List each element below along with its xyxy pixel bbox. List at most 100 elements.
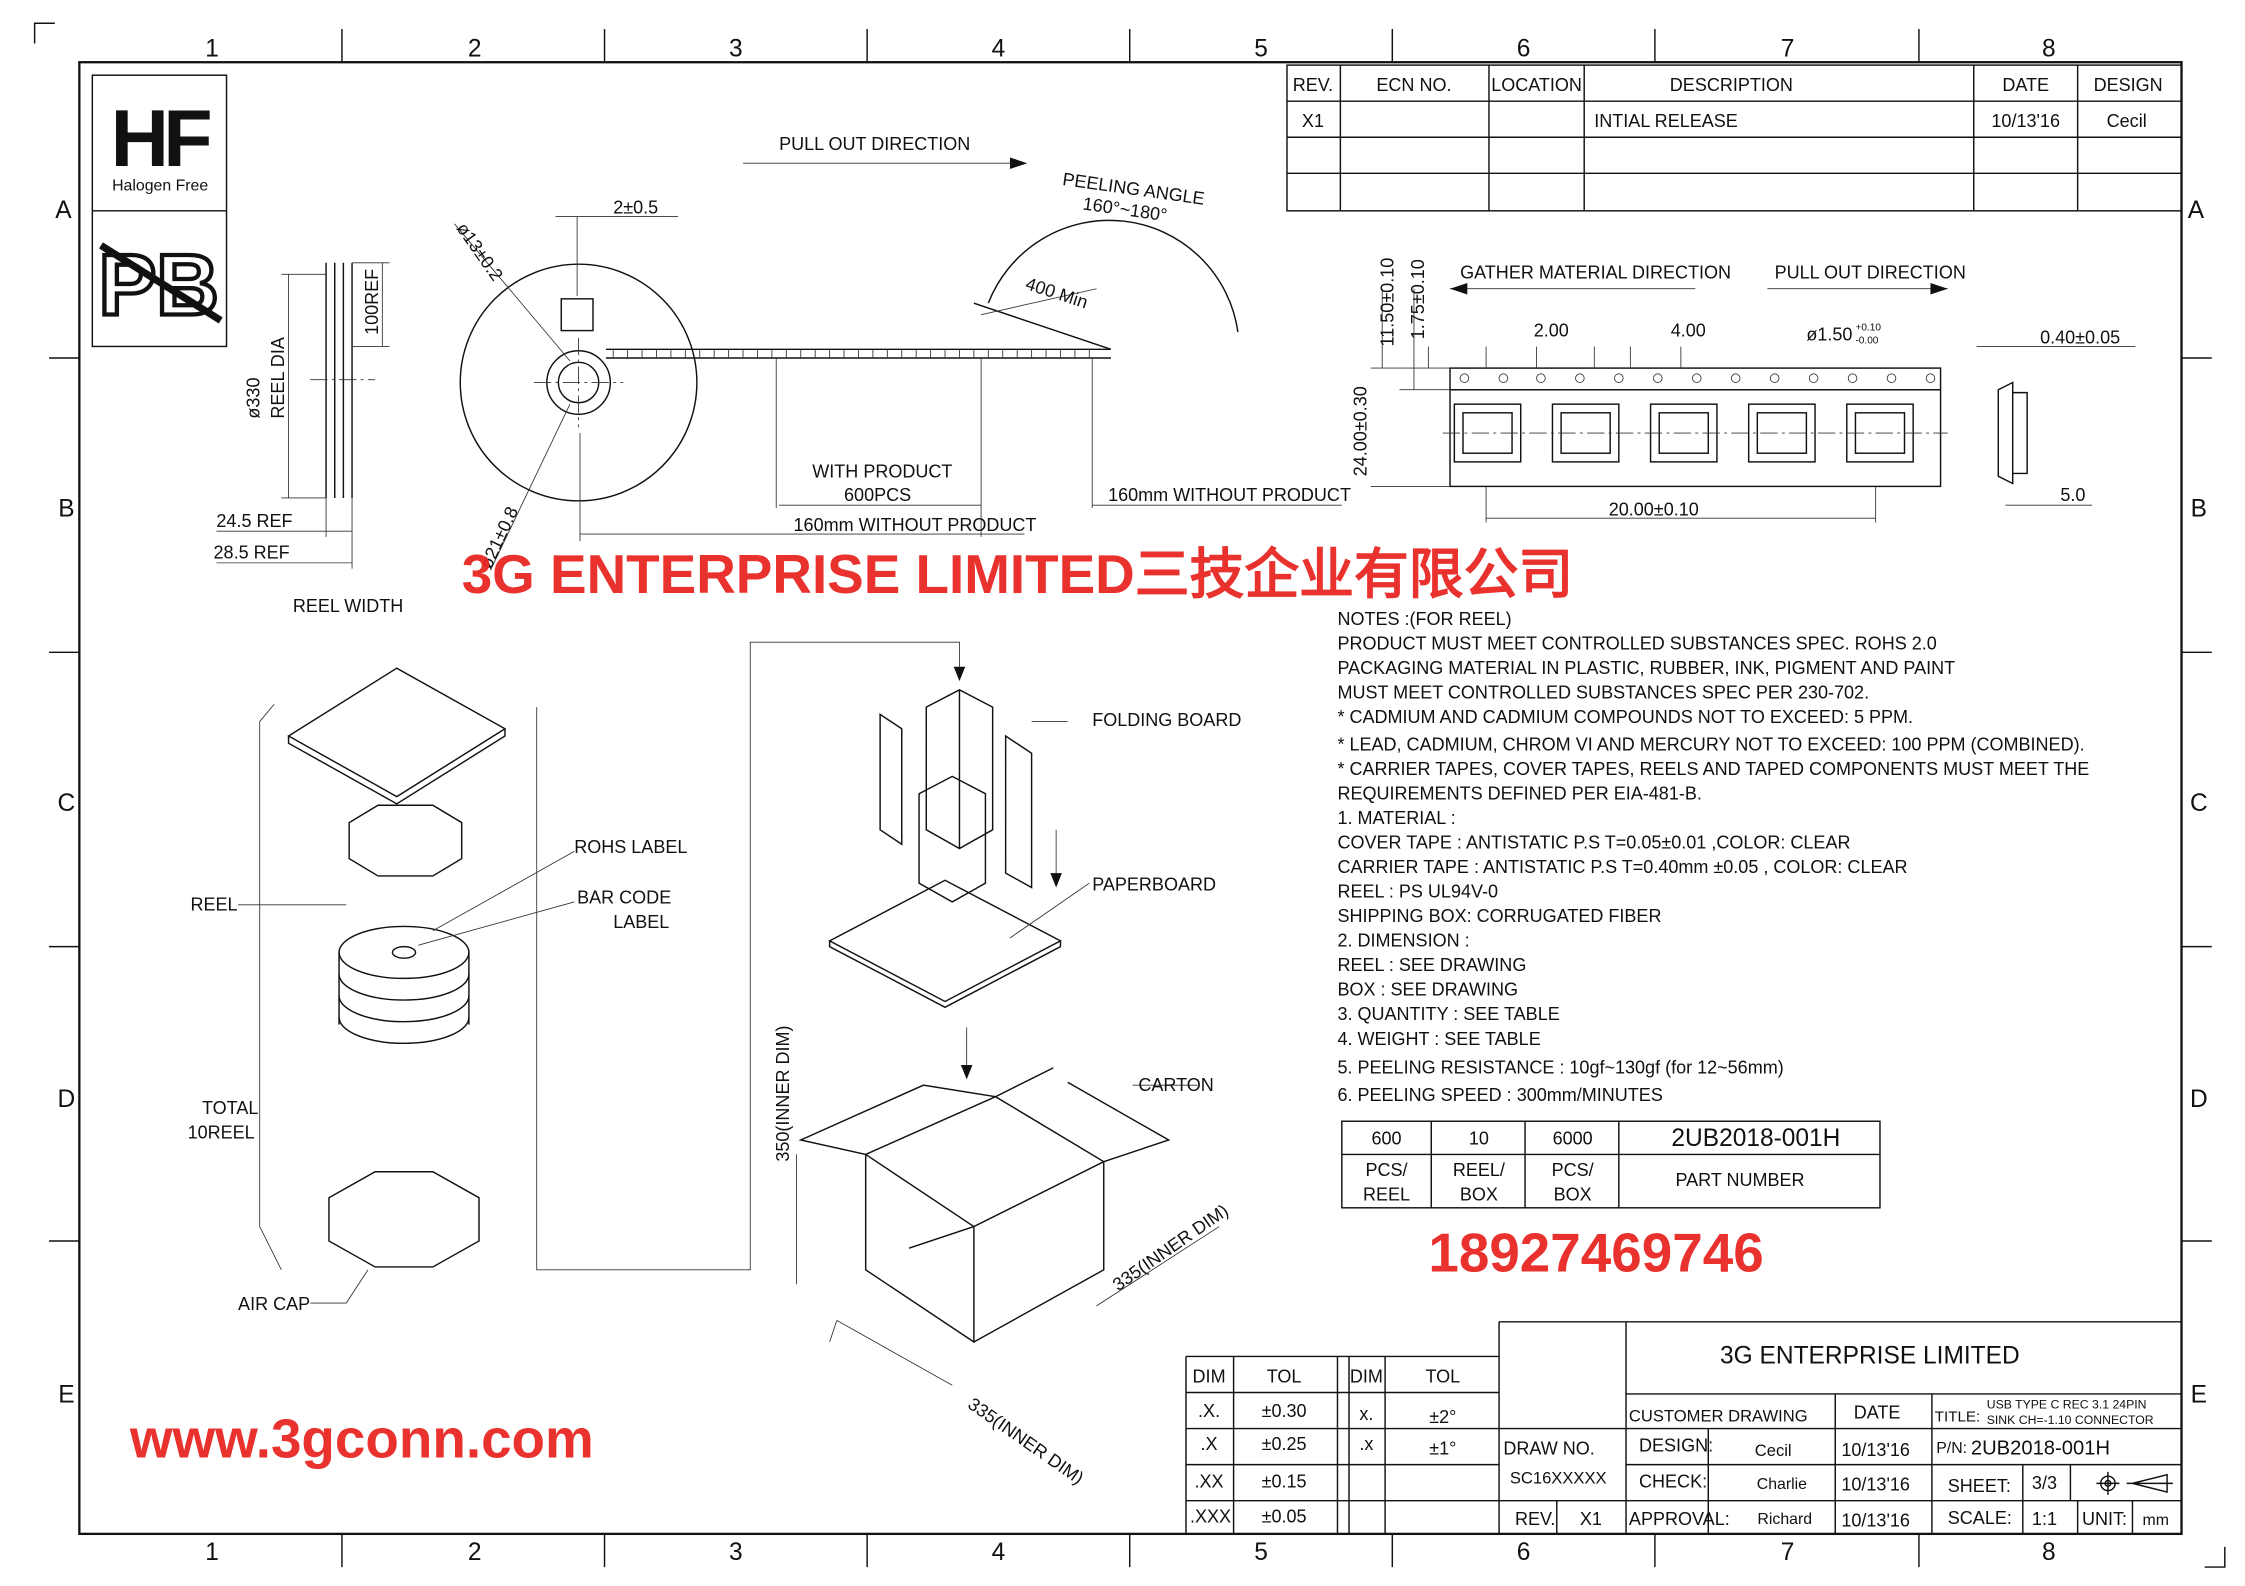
drawing-label: PART NUMBER [1675,1170,1804,1190]
drawing-label: APPROVAL: [1629,1509,1730,1529]
drawing-label: 3G ENTERPRISE LIMITED [1720,1343,2020,1370]
drawing-label: USB TYPE C REC 3.1 24PIN [1987,1397,2147,1411]
drawing-label: CHECK: [1639,1472,1707,1492]
drawing-label: ø1.50 [1806,325,1852,345]
drawing-label: TOL [1267,1366,1302,1386]
drawing-label: 1.75±0.10 [1408,259,1428,339]
drawing-label: BOX [1460,1185,1498,1205]
drawing-label: 600 [1372,1128,1402,1148]
packing-exploded-view: ROHS LABEL BAR CODE LABEL REEL TOTAL 10R… [188,641,1241,1488]
drawing-label: Cecil [1755,1441,1792,1460]
title-block: 3G ENTERPRISE LIMITED CUSTOMER DRAWING D… [1498,1321,2182,1534]
drawing-label: 1 [205,35,219,62]
drawing-label: SHEET: [1948,1476,2011,1496]
drawing-label: PCS/ [1552,1160,1594,1180]
notes-block: NOTES :(FOR REEL) PRODUCT MUST MEET CONT… [1337,609,2089,1105]
drawing-label: A [2188,197,2205,224]
drawing-label: REQUIREMENTS DEFINED PER EIA-481-B. [1337,783,1701,803]
drawing-label: Richard [1757,1511,1812,1528]
drawing-label: REEL WIDTH [293,596,403,616]
drawing-label: * CADMIUM AND CADMIUM COMPOUNDS NOT TO E… [1337,707,1913,727]
drawing-label: DATE [1854,1402,1901,1422]
drawing-label: SCALE: [1948,1508,2012,1528]
drawing-label: 10/13'16 [1841,1511,1910,1531]
carrier-tape-view: GATHER MATERIAL DIRECTION PULL OUT DIREC… [1350,258,2136,523]
reel-side-view: ø330 REEL DIA 100REF 24.5 REF 28.5 REF R… [214,262,403,616]
drawing-label: BOX : SEE DRAWING [1337,980,1518,1000]
watermark: 3G ENTERPRISE LIMITED三技企业有限公司 1892746974… [129,543,1764,1469]
drawing-label: 6 [1517,1539,1531,1566]
drawing-label: ROHS LABEL [574,837,687,857]
drawing-label: WITH PRODUCT [812,462,952,482]
corner-marks [33,22,2226,1568]
drawing-label: 335(INNER DIM) [1109,1200,1232,1294]
drawing-label: 5.0 [2060,485,2085,505]
drawing-label: E [2191,1382,2207,1409]
drawing-label: P/N: [1936,1440,1967,1457]
drawing-label: * LEAD, CADMIUM, CHROM VI AND MERCURY NO… [1337,734,2084,754]
drawing-label: 2±0.5 [613,198,658,218]
drawing-label: REEL/ [1453,1160,1505,1180]
drawing-label: REEL DIA [268,337,288,418]
drawing-label: 2 [468,1539,482,1566]
drawing-label: SHIPPING BOX: CORRUGATED FIBER [1337,906,1661,926]
drawing-label: X1 [1302,111,1324,131]
drawing-label: 10/13'16 [1991,111,2060,131]
drawing-label: 6. PEELING SPEED : 300mm/MINUTES [1337,1085,1662,1105]
drawing-border [78,61,2183,1536]
drawing-label: 5 [1254,1539,1268,1566]
drawing-label: TITLE: [1935,1408,1980,1425]
drawing-label: ø13±0.2 [453,219,507,285]
drawing-label: CARRIER TAPE : ANTISTATIC P.S T=0.40mm ±… [1337,857,1907,877]
drawing-label: REV. [1293,75,1333,95]
drawing-label: .X [1201,1434,1218,1454]
drawing-label: 6 [1517,35,1531,62]
revision-table: REV. ECN NO. LOCATION DESCRIPTION DATE D… [1286,64,2183,212]
drawing-label: 3/3 [2032,1473,2057,1493]
drawing-label: .XXX [1190,1506,1231,1526]
grid-row-labels: AB CD E AB CD E [55,197,2207,1409]
drawing-label: 4. WEIGHT : SEE TABLE [1337,1029,1540,1049]
drawing-label: REV. [1515,1509,1555,1529]
drawing-label: DRAW NO. [1503,1439,1594,1459]
drawing-label: 335(INNER DIM) [964,1394,1087,1488]
drawing-label: 1:1 [2032,1509,2057,1529]
drawing-label: UNIT: [2082,1509,2127,1529]
drawing-label: 160mm WITHOUT PRODUCT [794,515,1037,535]
drawing-label: B [58,496,74,523]
drawing-label: E [58,1382,74,1409]
drawing-label: Cecil [2107,111,2147,131]
drawing-label: PAPERBOARD [1092,874,1216,894]
drawing-label: B [2191,496,2207,523]
drawing-label: 10/13'16 [1841,1475,1910,1495]
third-angle-projection-icon [2096,1471,2173,1495]
drawing-label: 100REF [362,269,382,335]
halogen-free-logo: HF Halogen Free [91,74,228,348]
drawing-label: 4 [992,1539,1006,1566]
drawing-label: 600PCS [844,485,911,505]
drawing-label: LABEL [613,912,669,932]
drawing-label: x. [1359,1404,1373,1424]
drawing-label: PACKAGING MATERIAL IN PLASTIC, RUBBER, I… [1337,658,1955,678]
drawing-label: 1. MATERIAL : [1337,808,1455,828]
drawing-label: 5. PEELING RESISTANCE : 10gf~130gf (for … [1337,1058,1783,1078]
drawing-label: ECN NO. [1376,75,1451,95]
drawing-label: FOLDING BOARD [1092,710,1241,730]
drawing-label: DESIGN: [1639,1436,1713,1456]
drawing-label: 1 [205,1539,219,1566]
drawing-label: TOTAL [202,1098,258,1118]
drawing-label: DESCRIPTION [1670,75,1793,95]
drawing-label: 10 [1469,1128,1489,1148]
drawing-label: mm [2143,1512,2169,1529]
drawing-label: 24.00±0.30 [1350,386,1370,476]
drawing-label: .x [1359,1434,1373,1454]
drawing-label: 8 [2042,1539,2056,1566]
drawing-label: 20.00±0.10 [1609,499,1699,519]
drawing-label: DATE [2002,75,2049,95]
drawing-label: GATHER MATERIAL DIRECTION [1460,263,1731,283]
drawing-label: .X. [1198,1401,1220,1421]
drawing-label: D [58,1086,76,1113]
